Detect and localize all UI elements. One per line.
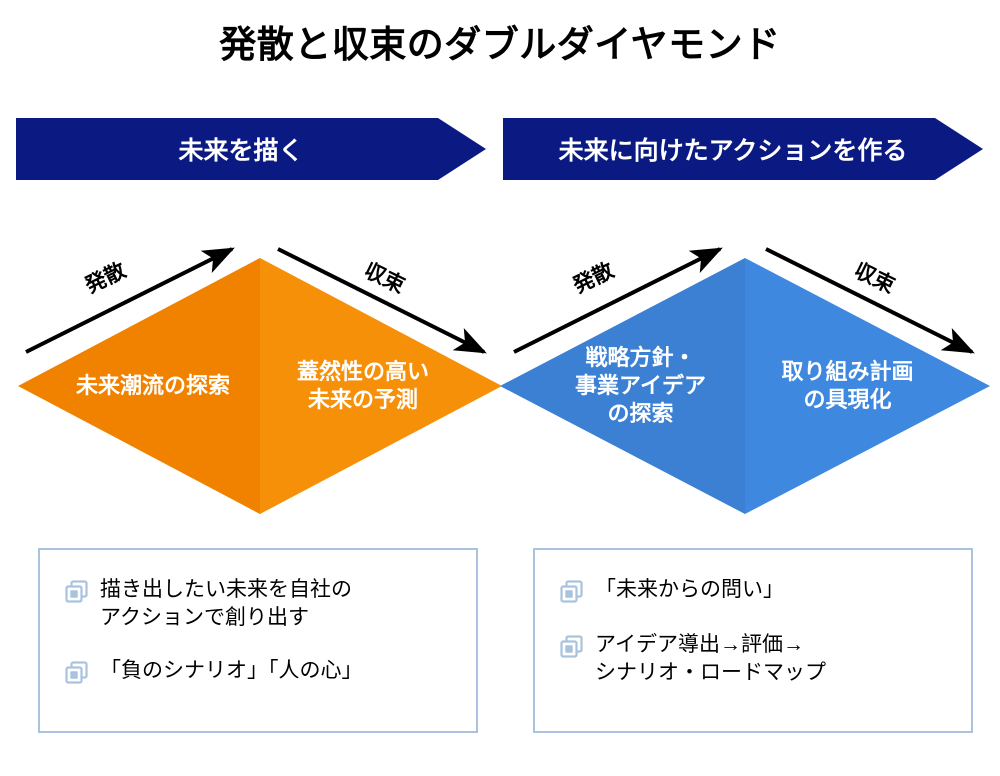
diamond-right-label: 取り組み計画 の具現化 — [781, 358, 914, 412]
action-notes-box: 「未来からの問い」 アイデア導出→評価→ シナリオ・ロードマップ — [533, 548, 973, 733]
diamond-right-half-converge[interactable]: 取り組み計画 の具現化 — [745, 258, 990, 514]
action-diamond[interactable]: 戦略方針・ 事業アイデア の探索 取り組み計画 の具現化 — [500, 258, 990, 514]
phase-banner-create-action[interactable]: 未来に向けたアクションを作る — [503, 118, 983, 180]
copy-icon — [560, 635, 583, 658]
diamond-left-label: 戦略方針・ 事業アイデア の探索 — [575, 344, 706, 427]
list-item-text: 描き出したい未来を自社の アクションで創り出す — [100, 578, 352, 629]
copy-icon — [560, 580, 583, 603]
diamond-left-half-diverge[interactable]: 未来潮流の探索 — [18, 258, 260, 514]
list-item[interactable]: 描き出したい未来を自社の アクションで創り出す — [64, 576, 460, 631]
diamond-right-label: 蓋然性の高い 未来の予測 — [296, 358, 429, 412]
diamond-right-half-converge[interactable]: 蓋然性の高い 未来の予測 — [260, 258, 502, 514]
list-item-text: アイデア導出→評価→ シナリオ・ロードマップ — [595, 633, 826, 684]
page-title: 発散と収束のダブルダイヤモンド — [219, 24, 781, 65]
phase-banner-label: 未来に向けたアクションを作る — [558, 137, 908, 165]
diamond-left-half-diverge[interactable]: 戦略方針・ 事業アイデア の探索 — [500, 258, 745, 514]
diamond-left-label: 未来潮流の探索 — [75, 372, 230, 398]
phase-banner-draw-future[interactable]: 未来を描く — [16, 118, 486, 180]
future-notes-box: 描き出したい未来を自社の アクションで創り出す 「負のシナリオ」「人の心」 — [38, 548, 478, 733]
list-item[interactable]: 「負のシナリオ」「人の心」 — [64, 657, 460, 686]
phase-banner-label: 未来を描く — [178, 137, 304, 165]
list-item-text: 「未来からの問い」 — [595, 578, 784, 601]
list-item[interactable]: 「未来からの問い」 — [559, 576, 955, 605]
copy-icon — [65, 580, 88, 603]
list-item[interactable]: アイデア導出→評価→ シナリオ・ロードマップ — [559, 631, 955, 686]
copy-icon — [65, 661, 88, 685]
list-item-text: 「負のシナリオ」「人の心」 — [100, 659, 363, 683]
